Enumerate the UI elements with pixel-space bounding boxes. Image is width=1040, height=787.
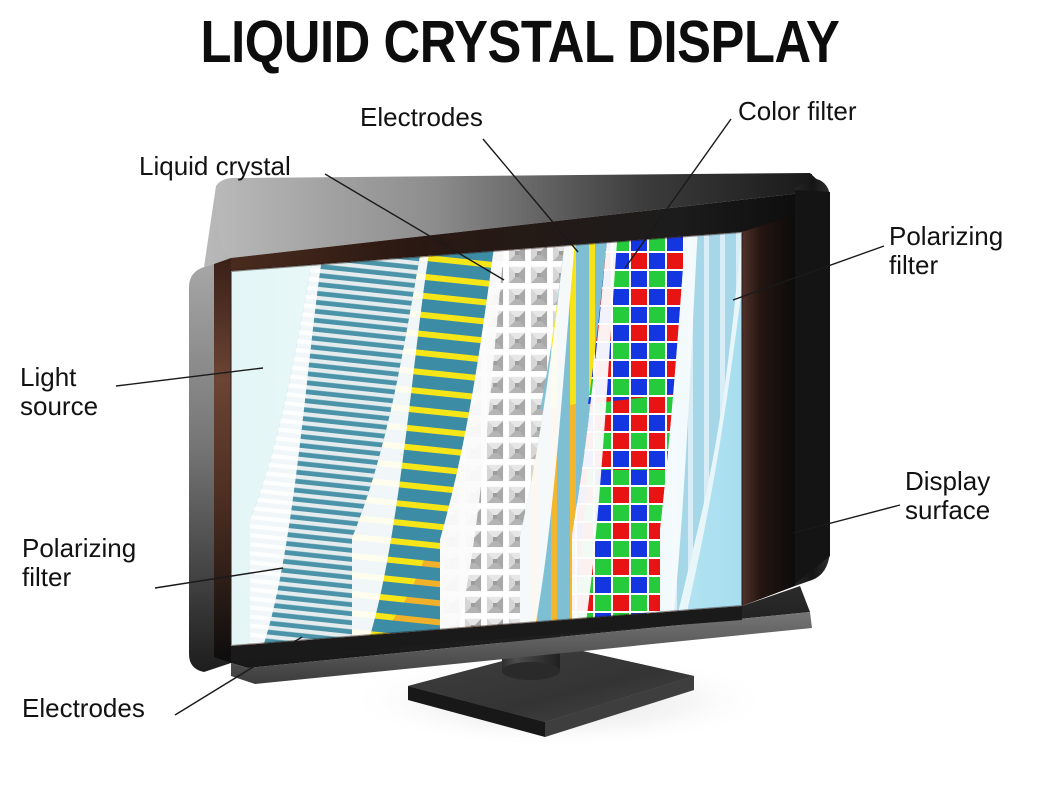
- layer-display-surface: [668, 232, 742, 646]
- leader-polarizing-left: [154, 567, 284, 589]
- label-light-source: Light source: [20, 362, 99, 422]
- leader-lines: [115, 118, 901, 716]
- leader-polarizing-right: [732, 245, 885, 301]
- leader-display-surface: [792, 504, 901, 534]
- leader-electrodes-bottom: [174, 636, 303, 716]
- label-polarizing-filter-left: Polarizing filter: [22, 533, 137, 593]
- bezel-right-inner: [742, 215, 795, 606]
- page-title: LIQUID CRYSTAL DISPLAY: [200, 9, 840, 75]
- label-color-filter: Color filter: [738, 96, 857, 126]
- label-polarizing-filter-right: Polarizing filter: [889, 221, 1004, 281]
- label-electrodes-top: Electrodes: [360, 102, 483, 132]
- bezel-top-surface: [215, 173, 828, 258]
- label-electrodes-bottom: Electrodes: [22, 693, 145, 723]
- leader-light-source: [115, 367, 264, 387]
- label-display-surface: Display surface: [905, 466, 991, 526]
- label-liquid-crystal: Liquid crystal: [139, 151, 291, 181]
- screen-layer-stack: [231, 232, 742, 646]
- leader-color-filter: [624, 118, 732, 269]
- leader-electrodes-top: [482, 138, 579, 253]
- bezel-top-inner: [231, 190, 828, 271]
- monitor-body: [189, 173, 830, 684]
- leader-liquid-crystal: [324, 173, 505, 281]
